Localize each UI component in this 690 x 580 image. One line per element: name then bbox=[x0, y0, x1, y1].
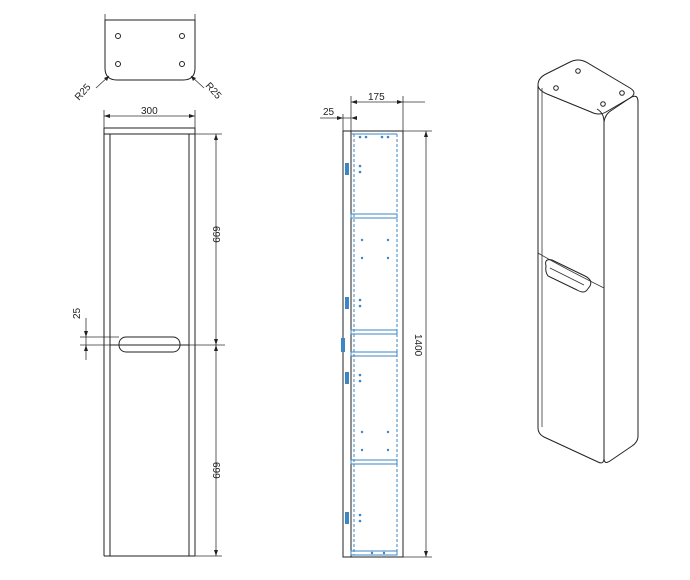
mounting-hole bbox=[600, 101, 606, 107]
door-handle bbox=[118, 336, 181, 353]
door-handle bbox=[545, 259, 592, 293]
top-view: R25 R25 bbox=[73, 14, 224, 103]
back-offset-label: 25 bbox=[323, 107, 335, 118]
mounting-hole bbox=[179, 61, 185, 67]
mounting-hole bbox=[115, 33, 121, 39]
isometric-view bbox=[537, 59, 639, 464]
radius-left-label: R25 bbox=[73, 82, 94, 103]
mounting-hole bbox=[179, 33, 185, 39]
side-view: 175 25 1400 bbox=[320, 92, 432, 558]
width-label: 300 bbox=[141, 106, 158, 117]
mounting-hole bbox=[553, 85, 559, 91]
hidden-shelves bbox=[350, 213, 398, 556]
front-view: 300 699 699 25 bbox=[72, 106, 225, 557]
upper-height-label: 699 bbox=[210, 226, 221, 243]
radius-right-label: R25 bbox=[203, 81, 224, 102]
total-height-label: 1400 bbox=[412, 334, 423, 357]
mounting-hole bbox=[115, 61, 121, 67]
handle-gap-label: 25 bbox=[72, 307, 83, 319]
mounting-hole bbox=[575, 68, 581, 74]
mounting-hole bbox=[619, 90, 625, 96]
lower-height-label: 699 bbox=[210, 462, 221, 479]
depth-label: 175 bbox=[368, 92, 385, 103]
